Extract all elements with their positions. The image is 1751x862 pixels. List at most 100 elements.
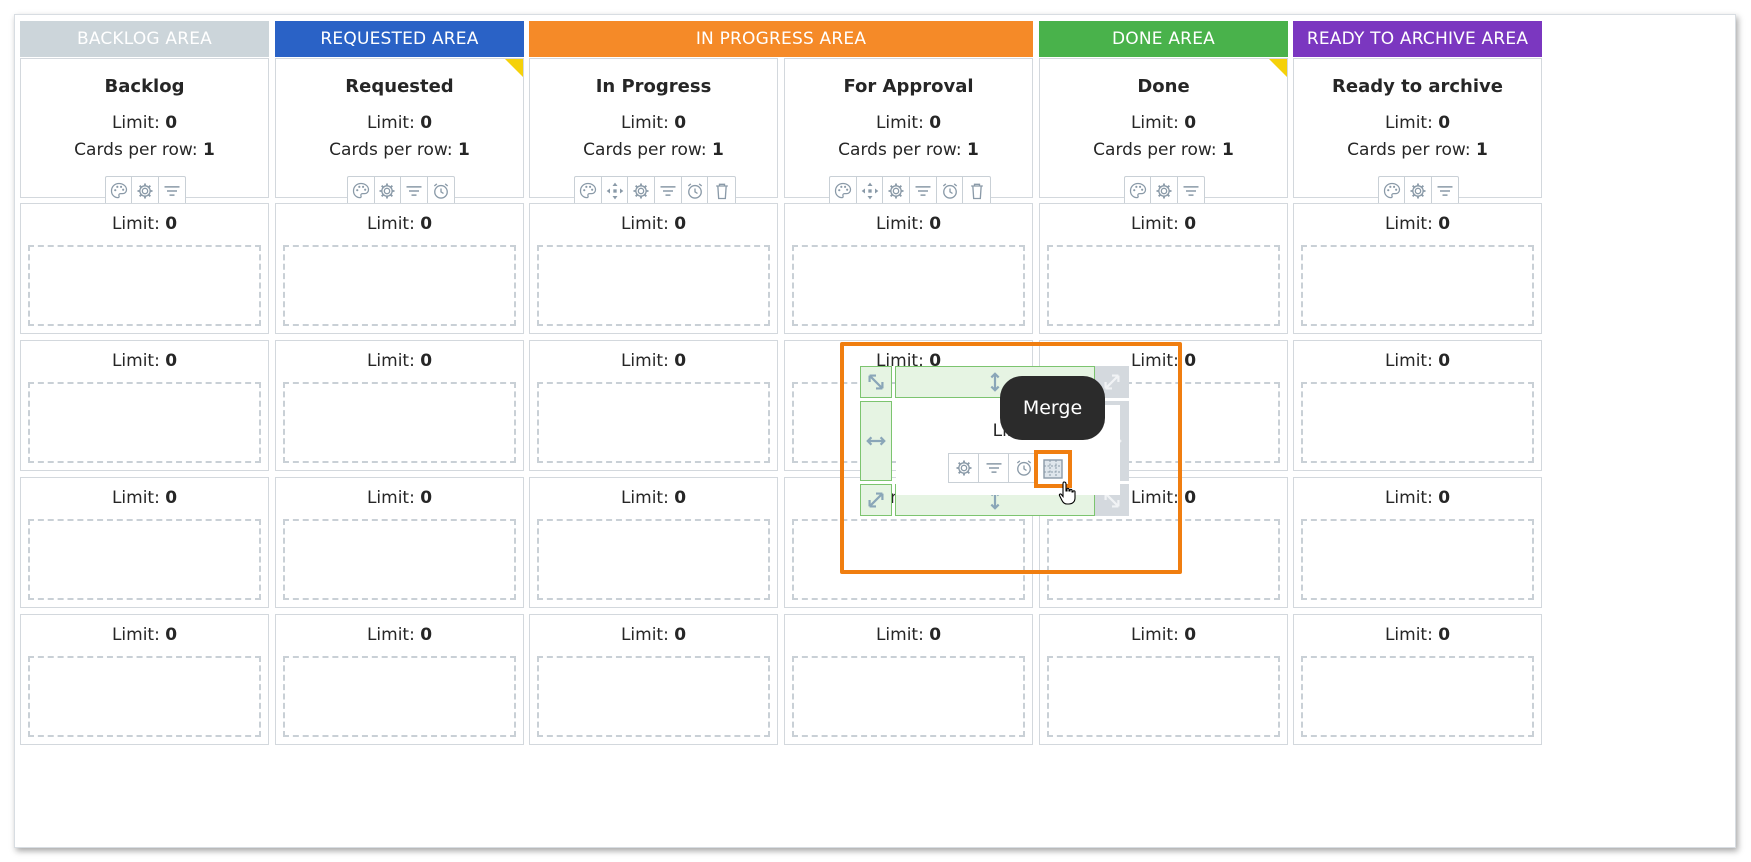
cell-limit: Limit: 0 — [111, 351, 178, 371]
cell-limit: Limit: 0 — [620, 488, 687, 508]
card-dropzone[interactable] — [28, 656, 261, 737]
gear-button[interactable] — [628, 177, 656, 205]
clock-button[interactable] — [1009, 454, 1039, 482]
board-cell[interactable]: Limit: 0 — [529, 340, 778, 471]
clock-icon — [942, 183, 957, 199]
clock-button[interactable] — [428, 177, 454, 205]
board-cell[interactable]: Limit: 0 — [20, 477, 269, 608]
cell-limit: Limit: 0 — [111, 625, 178, 645]
board-cell[interactable]: Limit: 0 — [784, 614, 1033, 745]
board-cell[interactable]: Limit: 0 — [1293, 203, 1542, 334]
board-cell[interactable]: Limit: 0 — [529, 477, 778, 608]
cell-limit: Limit: 0 — [366, 488, 433, 508]
board-cell[interactable]: Limit: 0 — [20, 340, 269, 471]
gear-button[interactable] — [375, 177, 401, 205]
filter-icon — [986, 463, 1001, 473]
card-dropzone[interactable] — [1047, 656, 1280, 737]
card-dropzone[interactable] — [283, 656, 516, 737]
palette-button[interactable] — [106, 177, 133, 205]
cell-limit: Limit: 0 — [111, 488, 178, 508]
board-cell[interactable]: Limit: 0 — [275, 340, 524, 471]
area-header-done-area[interactable]: DONE AREA — [1039, 21, 1288, 57]
filter-button[interactable] — [1432, 177, 1458, 205]
card-dropzone[interactable] — [1301, 656, 1534, 737]
clock-icon — [433, 183, 448, 199]
board-cell[interactable]: Limit: 0 — [1293, 340, 1542, 471]
palette-button[interactable] — [575, 177, 602, 205]
board-cell[interactable]: Limit: 0 — [275, 203, 524, 334]
gear-button[interactable] — [1151, 177, 1178, 205]
board-cell[interactable]: Limit: 0 — [529, 614, 778, 745]
card-dropzone[interactable] — [792, 245, 1025, 326]
card-dropzone[interactable] — [537, 519, 770, 600]
move-button[interactable] — [857, 177, 884, 205]
area-header-in-progress-area[interactable]: IN PROGRESS AREA — [529, 21, 1033, 57]
board-cell[interactable]: Limit: 0 — [1039, 614, 1288, 745]
palette-button[interactable] — [348, 177, 375, 205]
card-dropzone[interactable] — [283, 382, 516, 463]
filter-button[interactable] — [401, 177, 428, 205]
board-cell[interactable]: Limit: 0 — [275, 614, 524, 745]
cell-limit: Limit: 0 — [875, 214, 942, 234]
card-dropzone[interactable] — [1047, 245, 1280, 326]
card-dropzone[interactable] — [283, 245, 516, 326]
board-cell[interactable]: Limit: 0 — [1293, 614, 1542, 745]
trash-button[interactable] — [708, 177, 735, 205]
filter-button[interactable] — [1178, 177, 1204, 205]
palette-button[interactable] — [830, 177, 857, 205]
palette-icon — [1129, 182, 1146, 199]
clock-button[interactable] — [682, 177, 709, 205]
card-dropzone[interactable] — [28, 519, 261, 600]
filter-button[interactable] — [655, 177, 682, 205]
card-dropzone[interactable] — [537, 656, 770, 737]
card-dropzone[interactable] — [283, 519, 516, 600]
card-dropzone[interactable] — [792, 656, 1025, 737]
gear-button[interactable] — [1405, 177, 1432, 205]
card-dropzone[interactable] — [1047, 519, 1280, 600]
board-cell[interactable]: Limit: 0 — [529, 203, 778, 334]
board-cell[interactable]: Limit: 0 — [20, 203, 269, 334]
area-header-requested-area[interactable]: REQUESTED AREA — [275, 21, 524, 57]
card-dropzone[interactable] — [1301, 245, 1534, 326]
card-dropzone[interactable] — [28, 382, 261, 463]
board-cell[interactable]: Limit: 0 — [20, 614, 269, 745]
gear-button[interactable] — [132, 177, 159, 205]
filter-button[interactable] — [910, 177, 937, 205]
board-cell[interactable]: Limit: 0 — [784, 203, 1033, 334]
cell-limit: Limit: 0 — [875, 625, 942, 645]
board-cell[interactable]: Limit: 0 — [1293, 477, 1542, 608]
resize-top-left-handle[interactable] — [860, 366, 892, 398]
card-dropzone[interactable] — [537, 245, 770, 326]
palette-button[interactable] — [1379, 177, 1406, 205]
palette-icon — [110, 182, 127, 199]
palette-button[interactable] — [1125, 177, 1152, 205]
trash-button[interactable] — [963, 177, 990, 205]
resize-bottom-left-handle[interactable] — [860, 484, 892, 516]
move-button[interactable] — [602, 177, 629, 205]
card-dropzone[interactable] — [1301, 382, 1534, 463]
gear-button[interactable] — [949, 454, 979, 482]
board-cell[interactable]: Limit: 0 — [275, 477, 524, 608]
merge-button[interactable] — [1034, 450, 1072, 488]
card-dropzone[interactable] — [28, 245, 261, 326]
board-cell[interactable]: Limit: 0 — [1039, 203, 1288, 334]
move-icon — [606, 182, 623, 200]
resize-left-handle[interactable] — [860, 401, 892, 481]
gear-button[interactable] — [883, 177, 911, 205]
card-dropzone[interactable] — [537, 382, 770, 463]
filter-button[interactable] — [159, 177, 185, 205]
card-dropzone[interactable] — [1301, 519, 1534, 600]
lane-title: Done — [1137, 76, 1190, 97]
filter-button[interactable] — [979, 454, 1009, 482]
area-header-backlog-area[interactable]: BACKLOG AREA — [20, 21, 269, 57]
area-header-ready-to-archive-area[interactable]: READY TO ARCHIVE AREA — [1293, 21, 1542, 57]
lane-toolbar — [829, 176, 991, 206]
clock-button[interactable] — [937, 177, 964, 205]
card-dropzone[interactable] — [792, 519, 1025, 600]
